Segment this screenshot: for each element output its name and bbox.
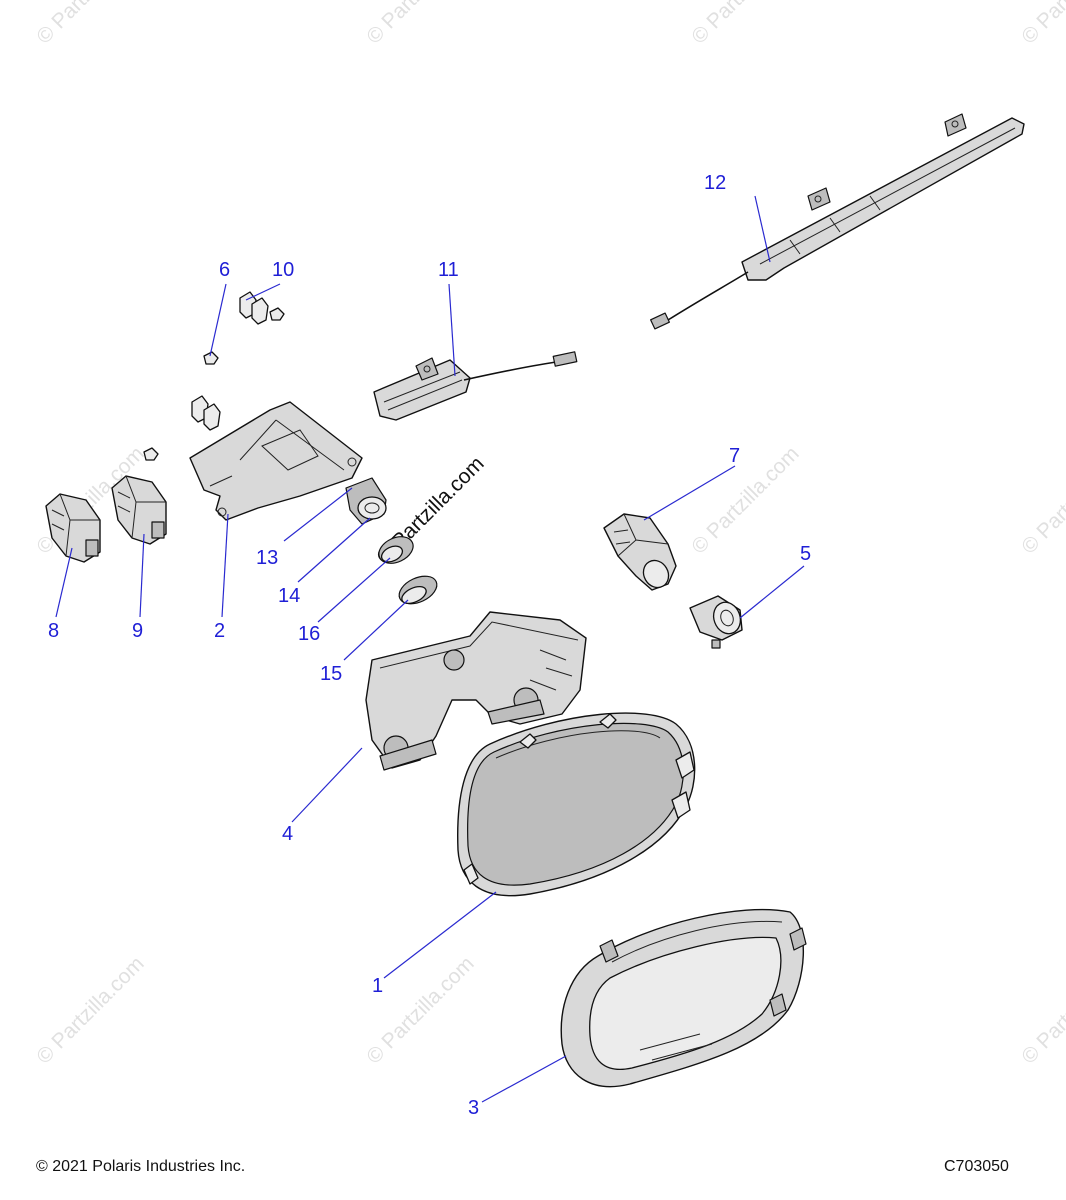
watermark: © Partzilla.com bbox=[1017, 442, 1066, 558]
part-5-power-outlet bbox=[689, 595, 743, 649]
callout-10: 10 bbox=[272, 259, 294, 281]
part-12-light-bar bbox=[650, 113, 1025, 330]
callout-3: 3 bbox=[468, 1097, 479, 1119]
part-15-bezel-ring bbox=[398, 575, 438, 605]
callout-labels: 1 2 3 4 5 6 7 8 9 10 11 12 13 14 15 16 bbox=[48, 172, 811, 1119]
watermark: © Partzilla.com bbox=[1017, 0, 1066, 49]
diagram-code: C703050 bbox=[944, 1158, 1009, 1175]
watermark: © Partzilla.com bbox=[687, 0, 803, 49]
watermark: © Partzilla.com bbox=[32, 0, 148, 49]
part-10-screws bbox=[143, 291, 285, 461]
part-8-switch bbox=[45, 493, 101, 563]
callout-11: 11 bbox=[438, 259, 459, 281]
watermark-layer: © Partzilla.com © Partzilla.com © Partzi… bbox=[32, 0, 1066, 1069]
part-9-switch bbox=[111, 475, 167, 545]
watermark: © Partzilla.com bbox=[1017, 952, 1066, 1068]
watermark: © Partzilla.com bbox=[687, 442, 803, 558]
callout-1: 1 bbox=[372, 975, 383, 997]
part-16-bezel-ring bbox=[378, 536, 414, 564]
callout-5: 5 bbox=[800, 543, 811, 565]
watermark: © Partzilla.com bbox=[32, 952, 148, 1068]
copyright-text: © 2021 Polaris Industries Inc. bbox=[36, 1158, 246, 1175]
callout-7: 7 bbox=[729, 445, 740, 467]
callout-15: 15 bbox=[320, 663, 342, 685]
part-2-bracket bbox=[189, 401, 363, 521]
callout-14: 14 bbox=[278, 585, 300, 607]
part-3-cluster-bezel bbox=[560, 908, 807, 1088]
callout-16: 16 bbox=[298, 623, 320, 645]
callout-4: 4 bbox=[282, 823, 293, 845]
callout-13: 13 bbox=[256, 547, 278, 569]
part-11-light-bar bbox=[373, 351, 578, 421]
part-14-knob bbox=[345, 477, 387, 525]
callout-8: 8 bbox=[48, 620, 59, 642]
callout-9: 9 bbox=[132, 620, 143, 642]
callout-2: 2 bbox=[214, 620, 225, 642]
part-1-instrument-cluster bbox=[457, 712, 696, 897]
watermark: © Partzilla.com bbox=[362, 0, 478, 49]
part-7-ignition-switch bbox=[603, 513, 677, 591]
callout-6: 6 bbox=[219, 259, 230, 281]
part-4-cluster-mount bbox=[365, 611, 587, 771]
callout-12: 12 bbox=[704, 172, 726, 194]
watermark: © Partzilla.com bbox=[362, 952, 478, 1068]
leader-lines bbox=[55, 195, 805, 1103]
